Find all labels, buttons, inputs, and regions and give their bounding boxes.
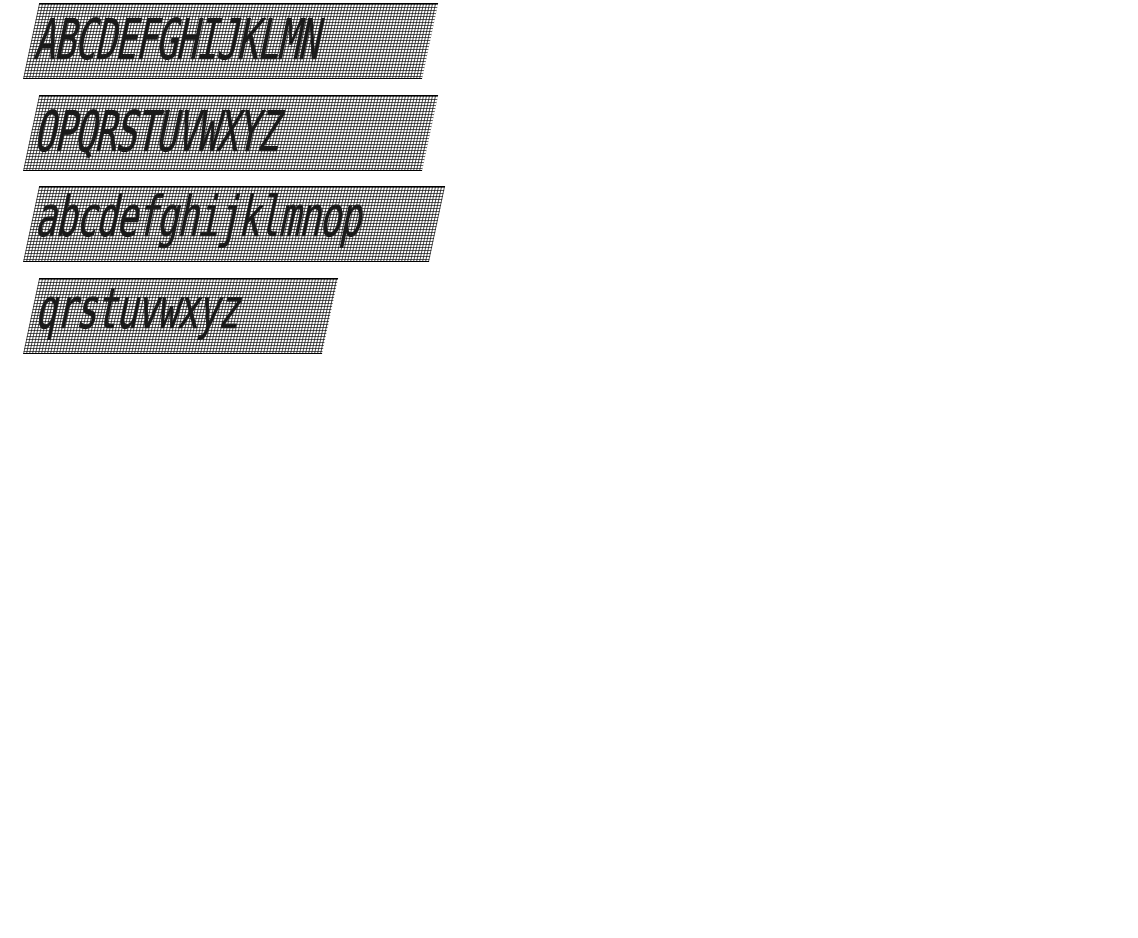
specimen-text: ABCDEFGHIJKLMN — [30, 8, 329, 73]
specimen-text: OPQRSTUVWXYZ — [30, 100, 288, 165]
specimen-row-lowercase-a-p: abcdefghijklmnop — [23, 186, 446, 262]
specimen-row-uppercase-a-n: ABCDEFGHIJKLMN — [23, 3, 439, 79]
specimen-text: abcdefghijklmnop — [31, 186, 371, 250]
specimen-row-lowercase-q-z: qrstuvwxyz — [23, 278, 339, 354]
specimen-text: qrstuvwxyz — [31, 278, 249, 342]
specimen-row-uppercase-o-z: OPQRSTUVWXYZ — [23, 95, 439, 171]
